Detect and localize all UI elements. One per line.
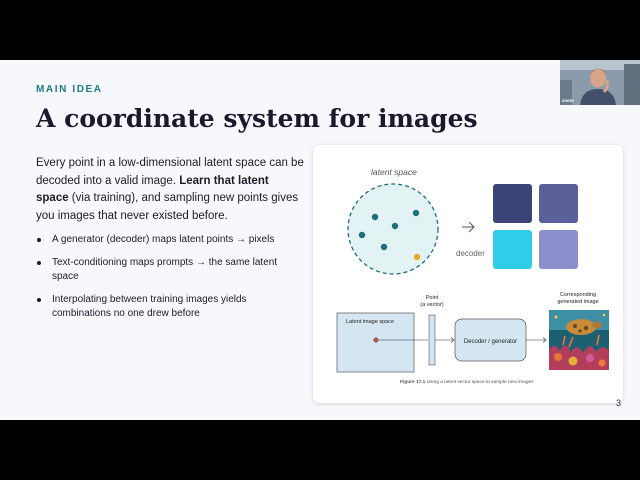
generated-image: [549, 310, 609, 370]
intro-text-2: (via training), and sampling new points …: [36, 192, 299, 222]
latent-image-space-box: [336, 312, 415, 373]
image-swatch: [493, 230, 532, 269]
bullet-item: A generator (decoder) maps latent points…: [36, 233, 306, 247]
latent-point: [358, 231, 366, 239]
image-swatch: [539, 184, 578, 223]
page-number: 3: [615, 398, 621, 408]
webcam-thumbnail[interactable]: zoom: [560, 60, 640, 105]
slide-title: A coordinate system for images: [36, 104, 478, 133]
figure-caption: Figure 17.1 Using a latent vector space …: [400, 379, 534, 385]
arrow-icon: [462, 221, 475, 233]
vector-bar: [428, 314, 436, 366]
bullet-item: Text-conditioning maps prompts → the sam…: [36, 256, 306, 284]
sampled-point-icon: [373, 337, 379, 343]
presenter-body: [580, 89, 616, 105]
image-swatch: [539, 230, 578, 269]
intro-bold: Learn that latent space: [36, 174, 269, 205]
point-label: Point: [426, 295, 439, 301]
bullet-list: A generator (decoder) maps latent points…: [36, 233, 306, 330]
point-label-sub: (a vector): [420, 302, 443, 308]
latent-point: [380, 243, 388, 251]
figure-caption-bold: Figure 17.1: [400, 379, 426, 385]
latent-image-space-label: Latent image space: [346, 319, 394, 325]
generated-label-sub: generated image: [557, 299, 598, 305]
generated-label: Corresponding: [560, 292, 596, 298]
latent-point: [412, 209, 420, 217]
arrow-icon: [542, 337, 547, 343]
intro-text-1: Every point in a low-dimensional latent …: [36, 157, 304, 187]
figure-caption-text: Using a latent vector space to sample ne…: [425, 379, 534, 385]
latent-point: [371, 213, 379, 221]
presenter-face: [590, 68, 606, 88]
decoder-label: decoder: [456, 249, 485, 258]
image-swatch: [493, 184, 532, 223]
slide: MAIN IDEA A coordinate system for images…: [0, 60, 640, 420]
section-eyebrow: MAIN IDEA: [36, 84, 103, 95]
latent-space-figure: latent space decoder Latent image space: [336, 167, 609, 385]
arrow-icon: [450, 337, 455, 343]
webcam-overlay-text: zoom: [562, 98, 574, 103]
figure-card: latent space decoder Latent image space: [313, 145, 623, 403]
latent-point-sampled: [413, 253, 421, 261]
decoder-generator-label: Decoder / generator: [464, 339, 517, 345]
bullet-item: Interpolating between training images yi…: [36, 293, 306, 321]
latent-point: [391, 222, 399, 230]
latent-space-circle: [347, 183, 439, 275]
intro-paragraph: Every point in a low-dimensional latent …: [36, 155, 304, 225]
latent-space-label: latent space: [371, 167, 417, 177]
presenter-video: zoom: [560, 60, 640, 105]
